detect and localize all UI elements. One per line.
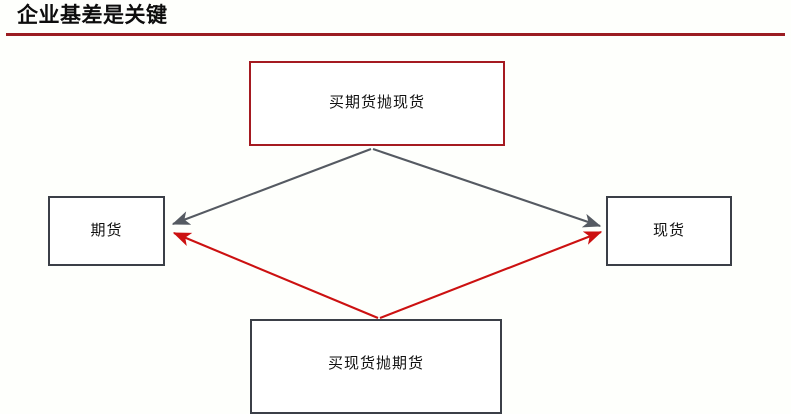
node-label-futures: 期货 — [90, 223, 123, 239]
node-spot[interactable]: 现货 — [606, 196, 732, 266]
node-label-buy-futures-sell-spot: 买期货抛现货 — [328, 94, 425, 111]
connector-top-to-futures — [171, 148, 372, 225]
node-buy-futures-sell-spot[interactable]: 买期货抛现货 — [249, 61, 505, 146]
node-futures[interactable]: 期货 — [48, 196, 165, 266]
title-divider — [6, 33, 785, 36]
connector-bottom-to-spot — [379, 231, 603, 319]
connector-bottom-to-futures — [172, 232, 379, 319]
node-label-buy-spot-sell-futures: 买现货抛期货 — [327, 356, 424, 372]
page-title: 企业基差是关键 — [17, 3, 168, 27]
node-label-spot: 现货 — [652, 223, 685, 239]
connector-top-to-spot — [372, 148, 602, 228]
node-buy-spot-sell-futures[interactable]: 买现货抛期货 — [250, 319, 502, 414]
